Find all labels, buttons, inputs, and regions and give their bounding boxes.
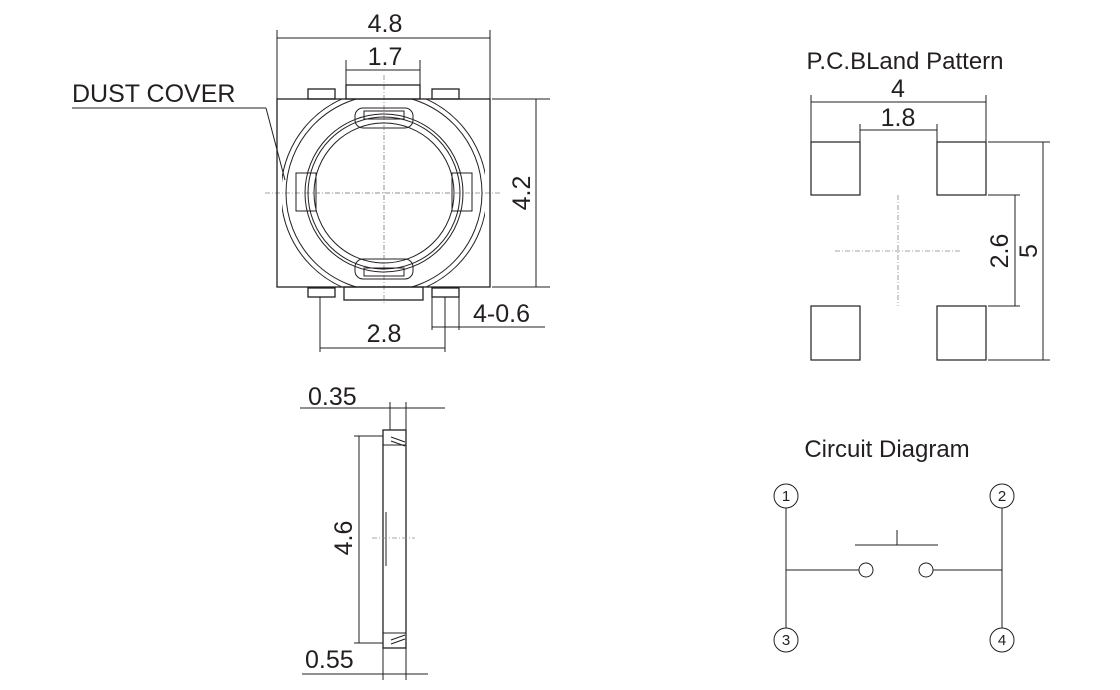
pin-2: 2 bbox=[989, 483, 1015, 509]
switch-contact bbox=[858, 562, 874, 578]
dim-overall-height: 5 bbox=[1015, 244, 1043, 258]
pcb-land-pattern: P.C.BLand Pattern 4 1.8 5 2.6 bbox=[806, 48, 1050, 361]
svg-text:2: 2 bbox=[998, 488, 1006, 505]
dim-terminal-width: 4-0.6 bbox=[473, 300, 530, 328]
switch-body bbox=[276, 98, 491, 288]
land-pad bbox=[810, 141, 861, 196]
dim-inner-gap: 2.6 bbox=[986, 234, 1014, 269]
dim-top-thickness: 0.35 bbox=[308, 383, 357, 411]
land-pad bbox=[936, 305, 987, 361]
dim-button-width: 1.7 bbox=[368, 43, 403, 71]
pin-4: 4 bbox=[989, 627, 1015, 653]
dust-cover-label: DUST COVER bbox=[72, 80, 235, 108]
top-view: DUST COVER 4.8 1.7 4.2 2.8 4-0.6 bbox=[72, 10, 550, 352]
dim-height: 4.2 bbox=[508, 176, 536, 211]
terminal-tab bbox=[431, 287, 460, 298]
terminal-tab bbox=[307, 287, 336, 298]
circuit-diagram: Circuit Diagram 1 2 3 4 bbox=[773, 436, 1015, 653]
terminal-tab bbox=[307, 88, 336, 100]
circuit-title: Circuit Diagram bbox=[804, 436, 969, 463]
side-view: 0.35 4.6 0.55 bbox=[300, 383, 445, 680]
button-actuator bbox=[313, 122, 455, 264]
terminal-tab bbox=[431, 88, 460, 100]
land-pad bbox=[936, 141, 987, 196]
dim-width: 4.8 bbox=[368, 10, 403, 38]
svg-text:1: 1 bbox=[782, 488, 790, 505]
dim-gap: 1.8 bbox=[881, 104, 916, 132]
svg-text:3: 3 bbox=[782, 632, 790, 649]
pin-3: 3 bbox=[773, 627, 799, 653]
dim-bottom-thickness: 0.55 bbox=[305, 646, 354, 674]
svg-text:4: 4 bbox=[998, 632, 1006, 649]
pcb-title: P.C.BLand Pattern bbox=[806, 48, 1003, 75]
pin-1: 1 bbox=[773, 483, 799, 509]
dim-length: 4.6 bbox=[330, 521, 358, 556]
dim-overall-width: 4 bbox=[891, 75, 905, 103]
land-pad bbox=[810, 305, 861, 361]
dim-terminal-pitch: 2.8 bbox=[367, 320, 402, 348]
switch-contact bbox=[918, 562, 934, 578]
